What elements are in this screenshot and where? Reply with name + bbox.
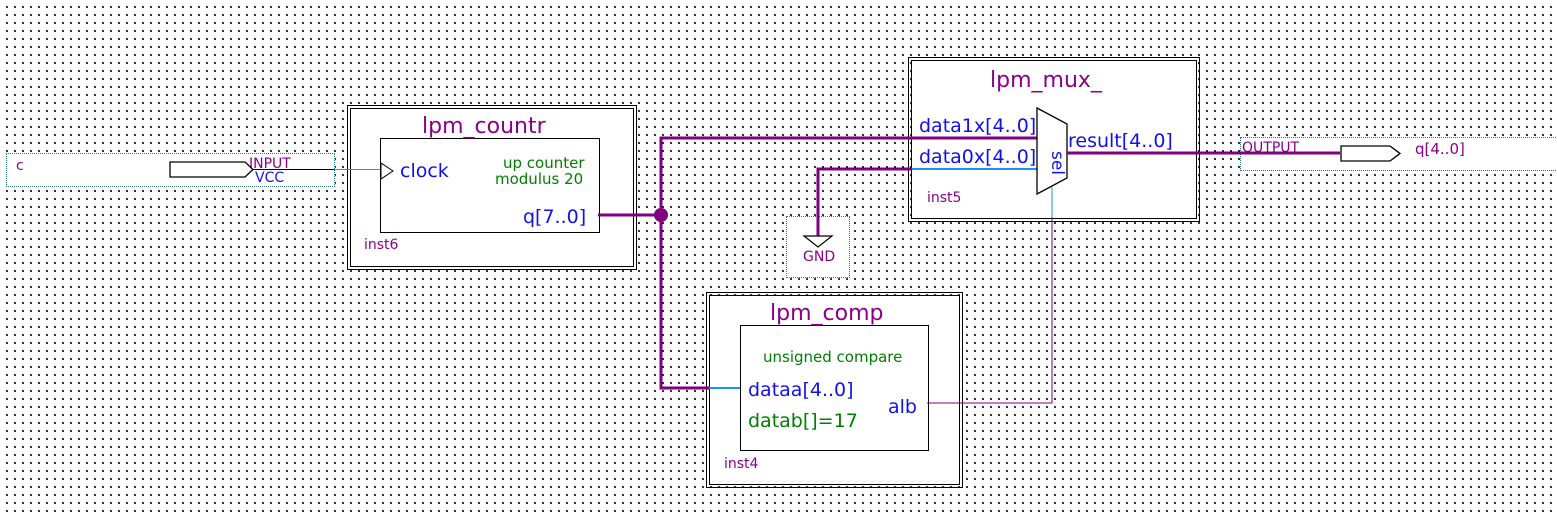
mux-symbol [1036,106,1068,196]
comp-param-line1: unsigned compare [763,348,903,366]
comp-instance-label: inst4 [724,456,759,472]
mux-instance-label: inst5 [927,190,962,206]
gnd-symbol [802,235,834,248]
comp-port-alb: alb [888,396,917,418]
input-pin-default-label: VCC [255,170,285,186]
comp-param-datab: datab[]=17 [748,410,858,432]
input-pin-name[interactable]: c [16,158,24,174]
mux-port-data0: data0x[4..0] [919,146,1037,168]
comp-port-dataa: dataa[4..0] [748,379,854,401]
counter-param-line2: modulus 20 [495,170,584,188]
clock-edge-symbol [380,162,394,180]
bus-to-mux-data1 [659,136,1037,215]
mux-port-sel: sel [1047,151,1067,175]
output-pin-symbol [1340,145,1402,162]
comp-title: lpm_comp [770,301,884,326]
mux-port-result: result[4..0] [1068,130,1173,152]
input-pin-symbol [169,161,254,178]
comp-body [740,325,929,451]
mux-title: lpm_mux_ [990,68,1102,93]
input-pin-type-label: INPUT [249,156,291,172]
counter-title: lpm_countr [422,114,546,139]
gnd-label: GND [803,249,836,265]
output-pin-name[interactable]: q[4..0] [1415,140,1465,158]
alb-to-sel-wire [958,217,1053,404]
counter-instance-label: inst6 [364,237,399,253]
bus-to-comp-dataa [659,215,709,390]
mux-port-data1: data1x[4..0] [919,115,1037,137]
counter-port-clock: clock [400,160,449,182]
counter-param-line1: up counter [503,154,585,172]
counter-port-q: q[7..0] [523,206,587,228]
gnd-bus [816,167,912,236]
counter-body [380,138,600,233]
